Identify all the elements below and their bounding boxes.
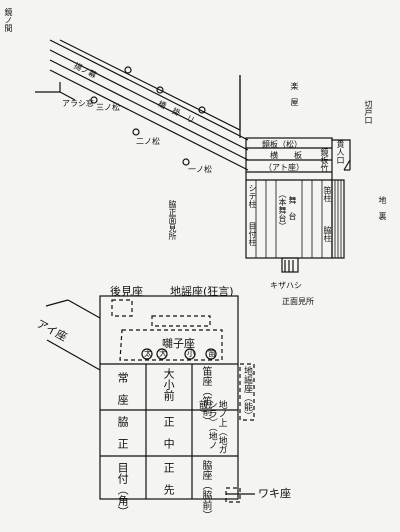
grid-cell-2-1: 正 先	[162, 462, 176, 495]
hayashi-seat	[119, 329, 223, 361]
kagami-wall	[35, 82, 61, 93]
kirido-label: 切戸口	[364, 100, 373, 124]
gakuya-label: 楽 屋	[290, 82, 299, 106]
instrument-otsuzumi: 大	[159, 349, 167, 358]
pine-marker-3	[124, 66, 132, 74]
kagamiita-take-label: 鏡板竹	[320, 148, 329, 172]
shomen-label: 正面見所	[282, 297, 314, 306]
bridge-line-1	[49, 39, 249, 141]
bridge-line-2	[49, 49, 249, 151]
ichinomatsu-label: 一ノ松	[188, 165, 212, 174]
yokoita-label: 横 板	[270, 151, 302, 160]
grid-cell-0-0: 常 座	[116, 372, 130, 405]
jiura-label: 地 裏	[378, 196, 387, 220]
instrument-taiko: 太	[144, 349, 152, 358]
waki-seat	[225, 487, 241, 503]
jiutai-noh-seat	[239, 363, 255, 421]
shitebashira-label: シテ柱	[248, 184, 257, 208]
waki-shomen-label: 脇正面見所	[168, 200, 177, 240]
grid-cell-1-1: 正 中	[162, 416, 176, 449]
pine-marker-2	[156, 86, 164, 94]
grid-cell-2-2: 脇座（脇前）	[200, 460, 211, 520]
hon-butai-label: （本舞台）	[278, 190, 287, 230]
pine-marker-1	[198, 106, 206, 114]
grid-cell-1-2: 地ノ上（地ガシラ）（地ノ前）	[196, 400, 227, 454]
kagamiita-matsu-label: 鏡板（松）	[262, 140, 302, 149]
atoza-label: （アト座）	[264, 163, 304, 172]
grid-cell-0-1: 大小前	[162, 368, 176, 401]
grid-cell-2-0: 目付（角）	[116, 462, 130, 517]
instrument-kotsuzumi: 小	[187, 349, 195, 358]
kizahashi-label: キザハシ	[270, 281, 302, 290]
wakibashira-label: 脇柱	[323, 226, 332, 242]
arashimado-label: アラシ窓	[62, 99, 94, 108]
kijinguchi-label: 貴人口	[336, 140, 345, 164]
kizahashi-steps	[281, 257, 299, 273]
grid-cell-0-2: 笛座（笛前）	[200, 366, 211, 426]
kagami-no-ma-label: 鏡ノ間	[4, 8, 13, 32]
bridge-line-3	[49, 59, 249, 161]
ninomatsu-label: 二ノ松	[136, 137, 160, 146]
koken-seat	[111, 299, 133, 317]
jiutaiza-kyogen-label: 地謡座(狂言)	[170, 285, 234, 298]
metsukebashira-label: 目付柱	[248, 222, 257, 246]
kokenza-label: 後見座	[110, 285, 143, 298]
jiutaiza-noh-label: 地謡座（能）	[242, 366, 252, 420]
sannomatsu-label: 三ノ松	[96, 103, 120, 112]
floor-plan-outline	[99, 295, 239, 500]
jiutai-kyogen-seat	[151, 315, 211, 327]
fuebashira-label: 笛柱	[323, 186, 332, 202]
hayashiza-label: 囃子座	[162, 337, 195, 350]
bridge-line-4	[49, 69, 249, 171]
grid-cell-1-0: 脇 正	[116, 416, 130, 449]
gakuya-wall	[59, 39, 241, 131]
instrument-fue: 笛	[208, 349, 216, 358]
wakiza-label: ワキ座	[258, 487, 291, 500]
butai-label: 舞 台	[288, 196, 297, 220]
